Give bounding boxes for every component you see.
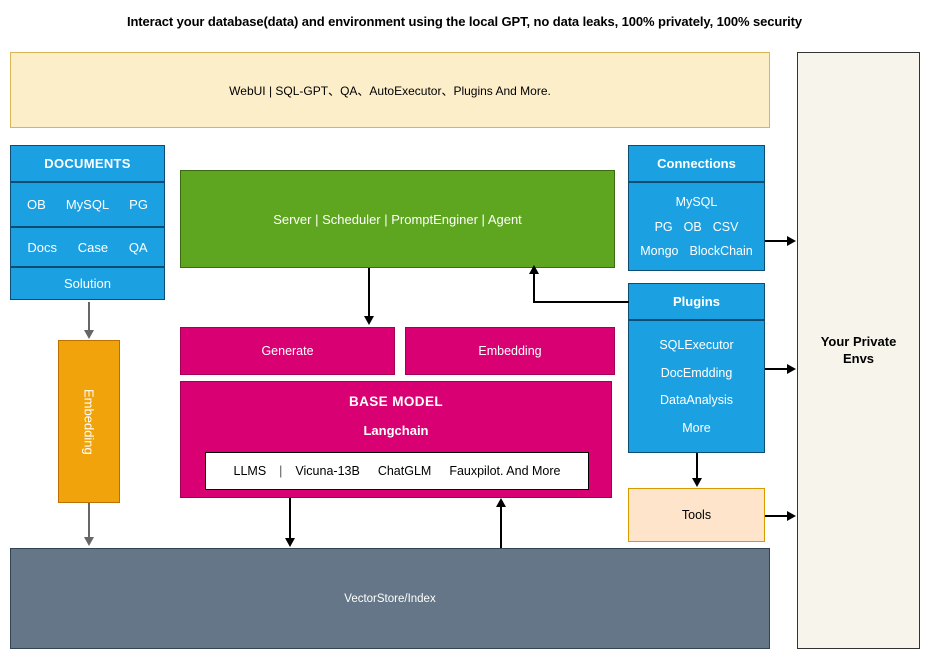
documents-cell-ob: OB — [27, 197, 46, 212]
connections-item-ob: OB — [683, 219, 702, 234]
connections-header: Connections — [628, 145, 765, 182]
plugins-header-label: Plugins — [673, 294, 720, 309]
base-model-title: BASE MODEL — [348, 394, 443, 409]
connector-solution-to-embedding — [88, 302, 90, 332]
arrowhead-tools-to-envs — [787, 511, 796, 521]
arrowhead-plugins-to-tools — [692, 478, 702, 487]
plugins-item-more: More — [682, 421, 711, 436]
documents-row-databases: OB MySQL PG — [10, 182, 165, 227]
connections-item-blockchain: BlockChain — [689, 243, 753, 258]
connector-connections-to-envs — [765, 240, 789, 242]
webui-banner-label: WebUI | SQL-GPT、QA、AutoExecutor、Plugins … — [229, 83, 551, 98]
plugins-header: Plugins — [628, 283, 765, 320]
arrowhead-connections-to-envs — [787, 236, 796, 246]
tools-label: Tools — [681, 508, 712, 522]
documents-cell-solution: Solution — [64, 276, 111, 291]
documents-cell-qa: QA — [128, 239, 148, 255]
documents-header-label: DOCUMENTS — [44, 156, 131, 171]
connections-item-csv: CSV — [712, 219, 739, 234]
private-envs-panel: Your Private Envs — [797, 52, 920, 649]
server-box-label: Server | Scheduler | PromptEnginer | Age… — [273, 211, 522, 227]
arrowhead-solution-to-embedding — [84, 330, 94, 339]
documents-row-docs: Docs Case QA — [10, 227, 165, 267]
connector-basemodel-to-vectorstore — [289, 498, 291, 540]
arrowhead-vectorstore-to-basemodel — [496, 498, 506, 507]
arrowhead-plugins-to-envs — [787, 364, 796, 374]
server-box: Server | Scheduler | PromptEnginer | Age… — [180, 170, 615, 268]
arrowhead-basemodel-to-vectorstore — [285, 538, 295, 547]
llms-divider: | — [279, 464, 283, 478]
connections-item-mysql: MySQL — [675, 195, 718, 210]
embedding-vertical-label: Embedding — [81, 388, 97, 455]
embedding-vertical-box: Embedding — [58, 340, 120, 503]
page-title: Interact your database(data) and environ… — [126, 14, 803, 29]
private-envs-line2: Envs — [842, 350, 875, 366]
private-envs-line1: Your Private — [820, 334, 897, 350]
base-model-subtitle: Langchain — [363, 423, 429, 438]
plugins-body: SQLExecutor DocEmdding DataAnalysis More — [628, 320, 765, 453]
documents-cell-docs: Docs — [27, 239, 57, 255]
embedding-label: Embedding — [478, 344, 542, 358]
connector-embedding-to-vectorstore — [88, 503, 90, 539]
documents-row-solution: Solution — [10, 267, 165, 300]
documents-cell-case: Case — [77, 239, 109, 255]
connector-plugins-to-tools — [696, 453, 698, 480]
documents-cell-pg: PG — [129, 197, 148, 212]
generate-label: Generate — [261, 344, 314, 358]
connector-plugins-to-server-horizontal — [533, 301, 629, 303]
llms-label: LLMS — [233, 464, 267, 478]
connector-server-to-generate — [368, 268, 370, 318]
plugins-item-sqlexecutor: SQLExecutor — [659, 337, 734, 352]
llms-strip: LLMS | Vicuna-13B ChatGLM Fauxpilot. And… — [205, 452, 589, 490]
connector-vectorstore-to-basemodel — [500, 505, 502, 548]
connector-tools-to-envs — [765, 515, 789, 517]
connections-item-mongo: Mongo — [640, 243, 679, 258]
tools-box: Tools — [628, 488, 765, 542]
connector-plugins-to-envs — [765, 368, 789, 370]
webui-banner: WebUI | SQL-GPT、QA、AutoExecutor、Plugins … — [10, 52, 770, 128]
llms-item-fauxpilot: Fauxpilot. And More — [449, 464, 561, 478]
plugins-item-dataanalysis: DataAnalysis — [660, 393, 733, 408]
vectorstore-label: VectorStore/Index — [344, 592, 436, 605]
generate-box: Generate — [180, 327, 395, 375]
connections-item-pg: PG — [654, 219, 673, 234]
connections-header-label: Connections — [657, 156, 736, 171]
arrowhead-embedding-to-vectorstore — [84, 537, 94, 546]
vectorstore-box: VectorStore/Index — [10, 548, 770, 649]
arrowhead-plugins-to-server — [529, 265, 539, 274]
connector-plugins-to-server-vertical — [533, 273, 535, 302]
documents-cell-mysql: MySQL — [65, 197, 110, 212]
documents-header: DOCUMENTS — [10, 145, 165, 182]
embedding-box: Embedding — [405, 327, 615, 375]
connections-body: MySQL PG OB CSV Mongo BlockChain — [628, 182, 765, 271]
arrowhead-server-to-generate — [364, 316, 374, 325]
llms-item-vicuna: Vicuna-13B — [295, 464, 360, 478]
llms-item-chatglm: ChatGLM — [377, 464, 432, 478]
plugins-item-docemdding: DocEmdding — [660, 365, 733, 380]
base-model-box: BASE MODEL Langchain LLMS | Vicuna-13B C… — [180, 381, 612, 498]
